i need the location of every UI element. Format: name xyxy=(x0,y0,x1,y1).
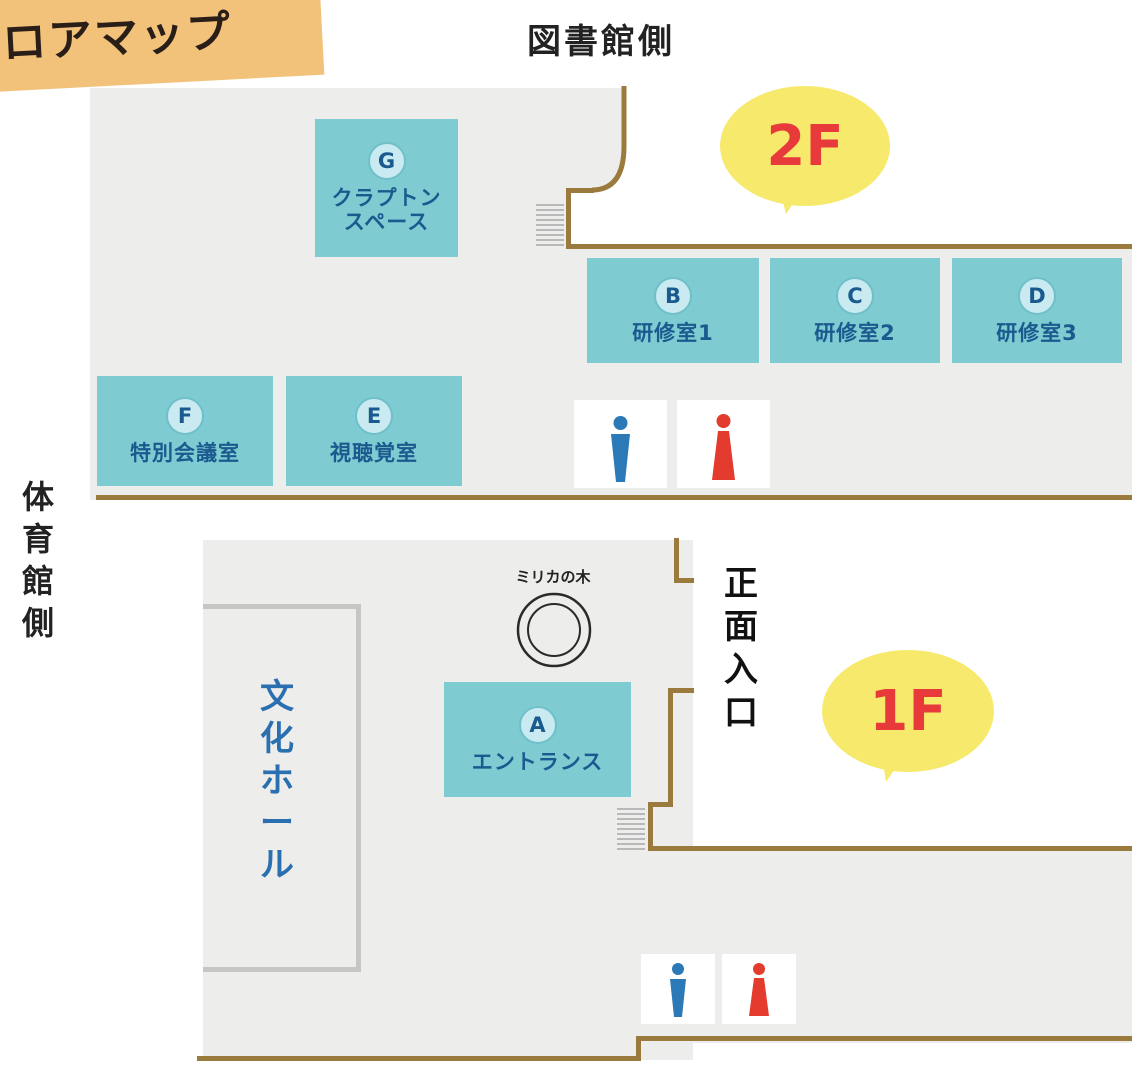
room-c[interactable]: C 研修室2 xyxy=(770,258,940,363)
wall-2f-curve xyxy=(591,86,627,193)
floor-map-banner: ロアマップ xyxy=(0,0,325,92)
gym-side-char-1: 体 xyxy=(21,478,54,516)
female-restroom-icon xyxy=(749,963,769,1016)
culture-hall-char-5: ル xyxy=(260,845,294,885)
room-d-name: 研修室3 xyxy=(996,320,1078,345)
male-restroom-icon xyxy=(611,416,630,482)
room-d[interactable]: D 研修室3 xyxy=(952,258,1122,363)
floor-2f-area-corner xyxy=(560,88,625,192)
culture-hall-char-2: 化 xyxy=(260,719,294,759)
culture-hall-label: 文 化 ホ ー ル xyxy=(255,676,299,886)
wall-1f-entrance-upper-cap xyxy=(674,578,694,583)
library-side-label: 図書館側 xyxy=(527,22,675,62)
tree-label: ミリカの木 xyxy=(515,568,591,586)
room-d-letter: D xyxy=(1018,276,1056,315)
floor-1f-bubble-tail xyxy=(882,756,904,782)
room-b[interactable]: B 研修室1 xyxy=(587,258,759,363)
room-e[interactable]: E 視聴覚室 xyxy=(286,376,462,486)
restroom-female-1f[interactable] xyxy=(722,954,796,1024)
wall-1f-lower-step xyxy=(648,802,672,807)
room-b-letter: B xyxy=(654,276,692,315)
main-entrance-char-4: 口 xyxy=(724,693,758,733)
wall-1f-lower-vertical xyxy=(648,804,653,850)
floor-2f-label: 2F xyxy=(766,113,844,179)
room-b-name: 研修室1 xyxy=(632,320,714,345)
culture-hall[interactable] xyxy=(203,604,361,972)
floor-2f-bubble: 2F xyxy=(720,86,890,206)
culture-hall-char-3: ホ xyxy=(260,761,294,801)
main-entrance-char-1: 正 xyxy=(724,564,758,604)
room-g-letter: G xyxy=(367,142,406,180)
floor-2f-bubble-tail xyxy=(780,190,802,214)
floor-1f-area-main xyxy=(203,540,693,1060)
culture-hall-char-1: 文 xyxy=(260,677,294,717)
gym-side-char-3: 館 xyxy=(21,562,54,600)
wall-2f-step-top xyxy=(566,188,594,193)
room-a-name: エントランス xyxy=(471,749,604,774)
restroom-male-2f[interactable] xyxy=(574,400,667,488)
female-restroom-icon xyxy=(712,414,735,480)
room-g-name-line2: スペース xyxy=(343,210,430,234)
floor-1f-label: 1F xyxy=(869,678,947,744)
banner-title: ロアマップ xyxy=(0,6,234,70)
room-e-letter: E xyxy=(355,397,393,435)
wall-1f-entrance-lower-cap xyxy=(668,688,694,693)
tree-icon xyxy=(516,592,592,668)
main-entrance-label: 正 面 入 口 xyxy=(720,563,762,735)
culture-hall-char-4: ー xyxy=(260,803,294,843)
stairs-icon xyxy=(617,808,645,852)
restroom-female-2f[interactable] xyxy=(677,400,770,488)
wall-2f-step xyxy=(566,190,571,248)
wall-1f-bottom-step xyxy=(636,1038,641,1061)
room-g-name-line1: クラプトン xyxy=(331,186,442,210)
stairs-icon xyxy=(536,204,564,248)
room-a-letter: A xyxy=(518,705,557,744)
wall-1f-bottom-right xyxy=(636,1036,1132,1041)
room-f-name: 特別会議室 xyxy=(130,441,240,465)
wall-1f-corridor-top xyxy=(648,846,1132,851)
room-e-name: 視聴覚室 xyxy=(330,441,418,465)
room-f-letter: F xyxy=(166,397,204,435)
room-f[interactable]: F 特別会議室 xyxy=(97,376,273,486)
room-c-letter: C xyxy=(836,276,874,315)
room-g[interactable]: G クラプトン スペース xyxy=(315,119,458,257)
gym-side-char-2: 育 xyxy=(21,520,54,558)
wall-2f-bottom xyxy=(96,495,1132,500)
male-restroom-icon xyxy=(670,963,686,1017)
room-c-name: 研修室2 xyxy=(814,320,896,345)
main-entrance-char-2: 面 xyxy=(724,607,758,647)
gym-side-label: 体 育 館 側 xyxy=(18,476,58,644)
restroom-male-1f[interactable] xyxy=(641,954,715,1024)
gym-side-char-4: 側 xyxy=(21,604,54,642)
wall-1f-entrance-upper xyxy=(674,538,679,582)
floor-1f-bubble: 1F xyxy=(822,650,994,772)
room-a[interactable]: A エントランス xyxy=(444,682,631,797)
main-entrance-char-3: 入 xyxy=(724,650,758,690)
wall-1f-bottom-left xyxy=(197,1056,640,1061)
wall-2f-corridor-top xyxy=(566,244,1132,249)
wall-1f-entrance-lower xyxy=(668,688,673,807)
